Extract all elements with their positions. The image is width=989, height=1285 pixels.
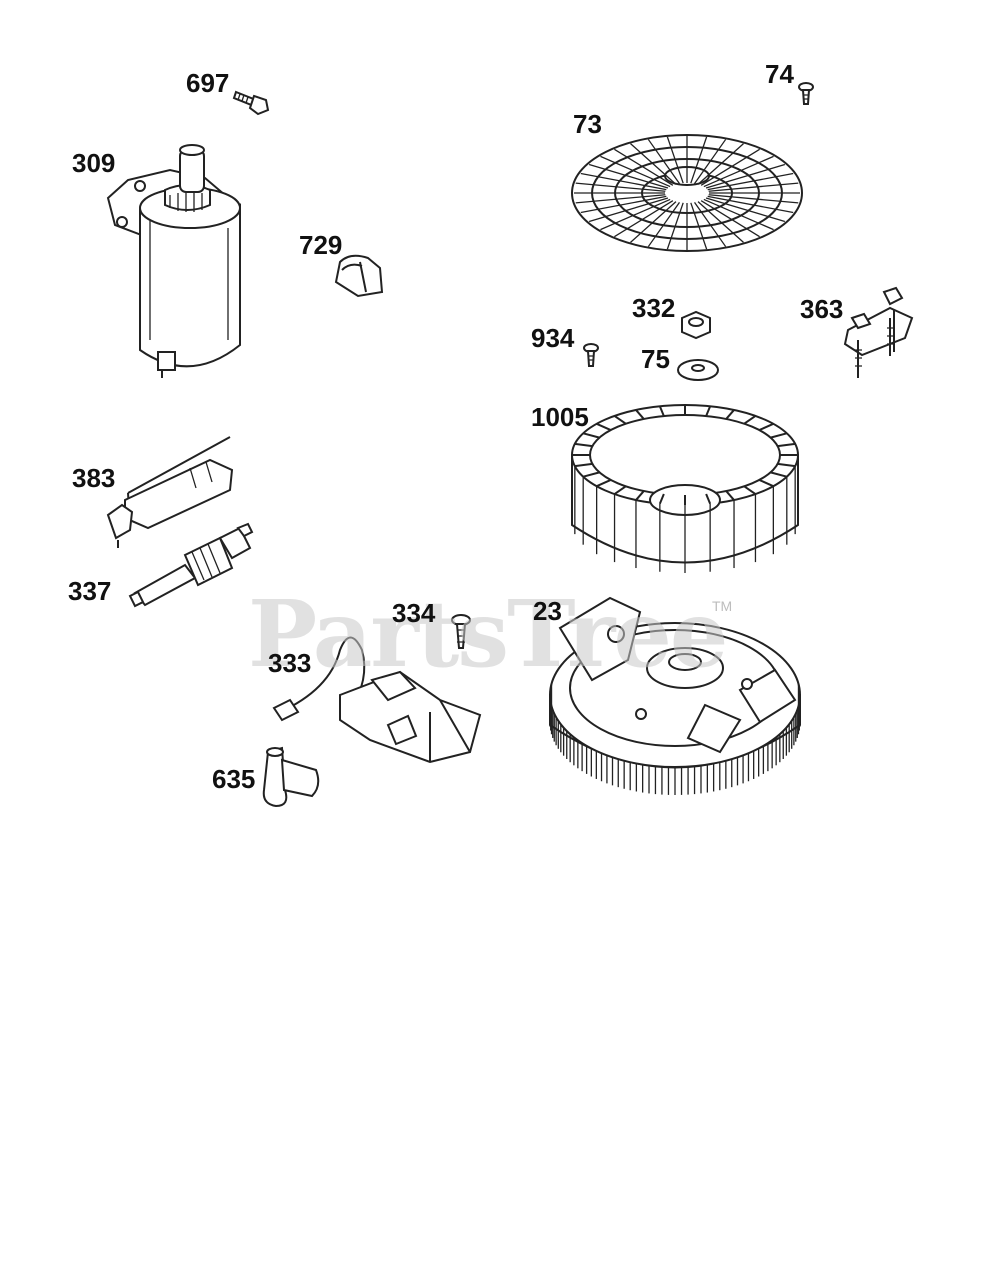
part-75-washer-drawing[interactable] [677,359,719,381]
part-label-334[interactable]: 334 [392,598,436,628]
part-label-337[interactable]: 337 [68,576,112,606]
part-label-729[interactable]: 729 [299,230,343,260]
part-635-boot-drawing[interactable] [262,746,320,808]
watermark: PartsTree [248,580,728,688]
part-729-clip-drawing[interactable] [334,254,384,298]
part-label-697[interactable]: 697 [186,68,230,98]
part-label-934[interactable]: 934 [531,323,575,353]
part-label-383[interactable]: 383 [72,463,116,493]
part-697-bolt-drawing[interactable] [232,90,270,116]
part-333-coil-drawing[interactable] [272,636,482,764]
part-73-screen-drawing[interactable] [571,134,803,252]
part-74-screw-drawing[interactable] [798,82,814,105]
part-label-333[interactable]: 333 [268,648,312,678]
part-label-363[interactable]: 363 [800,294,844,324]
part-383-wire-drawing[interactable] [106,436,234,548]
part-334-screw-drawing[interactable] [451,614,471,649]
part-label-75[interactable]: 75 [641,344,670,374]
part-label-23[interactable]: 23 [533,596,562,626]
part-23-flywheel-drawing[interactable] [549,596,801,795]
part-363-bracket-drawing[interactable] [843,286,914,378]
part-309-starter-drawing[interactable] [106,144,241,378]
part-label-635[interactable]: 635 [212,764,256,794]
part-1005-fan-drawing[interactable] [571,404,799,573]
part-337-sparkplug-drawing[interactable] [128,522,254,608]
part-label-74[interactable]: 74 [765,59,794,89]
part-label-309[interactable]: 309 [72,148,116,178]
watermark-trademark: TM [712,598,733,614]
part-label-73[interactable]: 73 [573,109,602,139]
part-332-nut-drawing[interactable] [681,310,711,340]
part-label-332[interactable]: 332 [632,293,676,323]
part-label-1005[interactable]: 1005 [531,402,589,432]
part-934-screw-drawing[interactable] [583,343,599,367]
